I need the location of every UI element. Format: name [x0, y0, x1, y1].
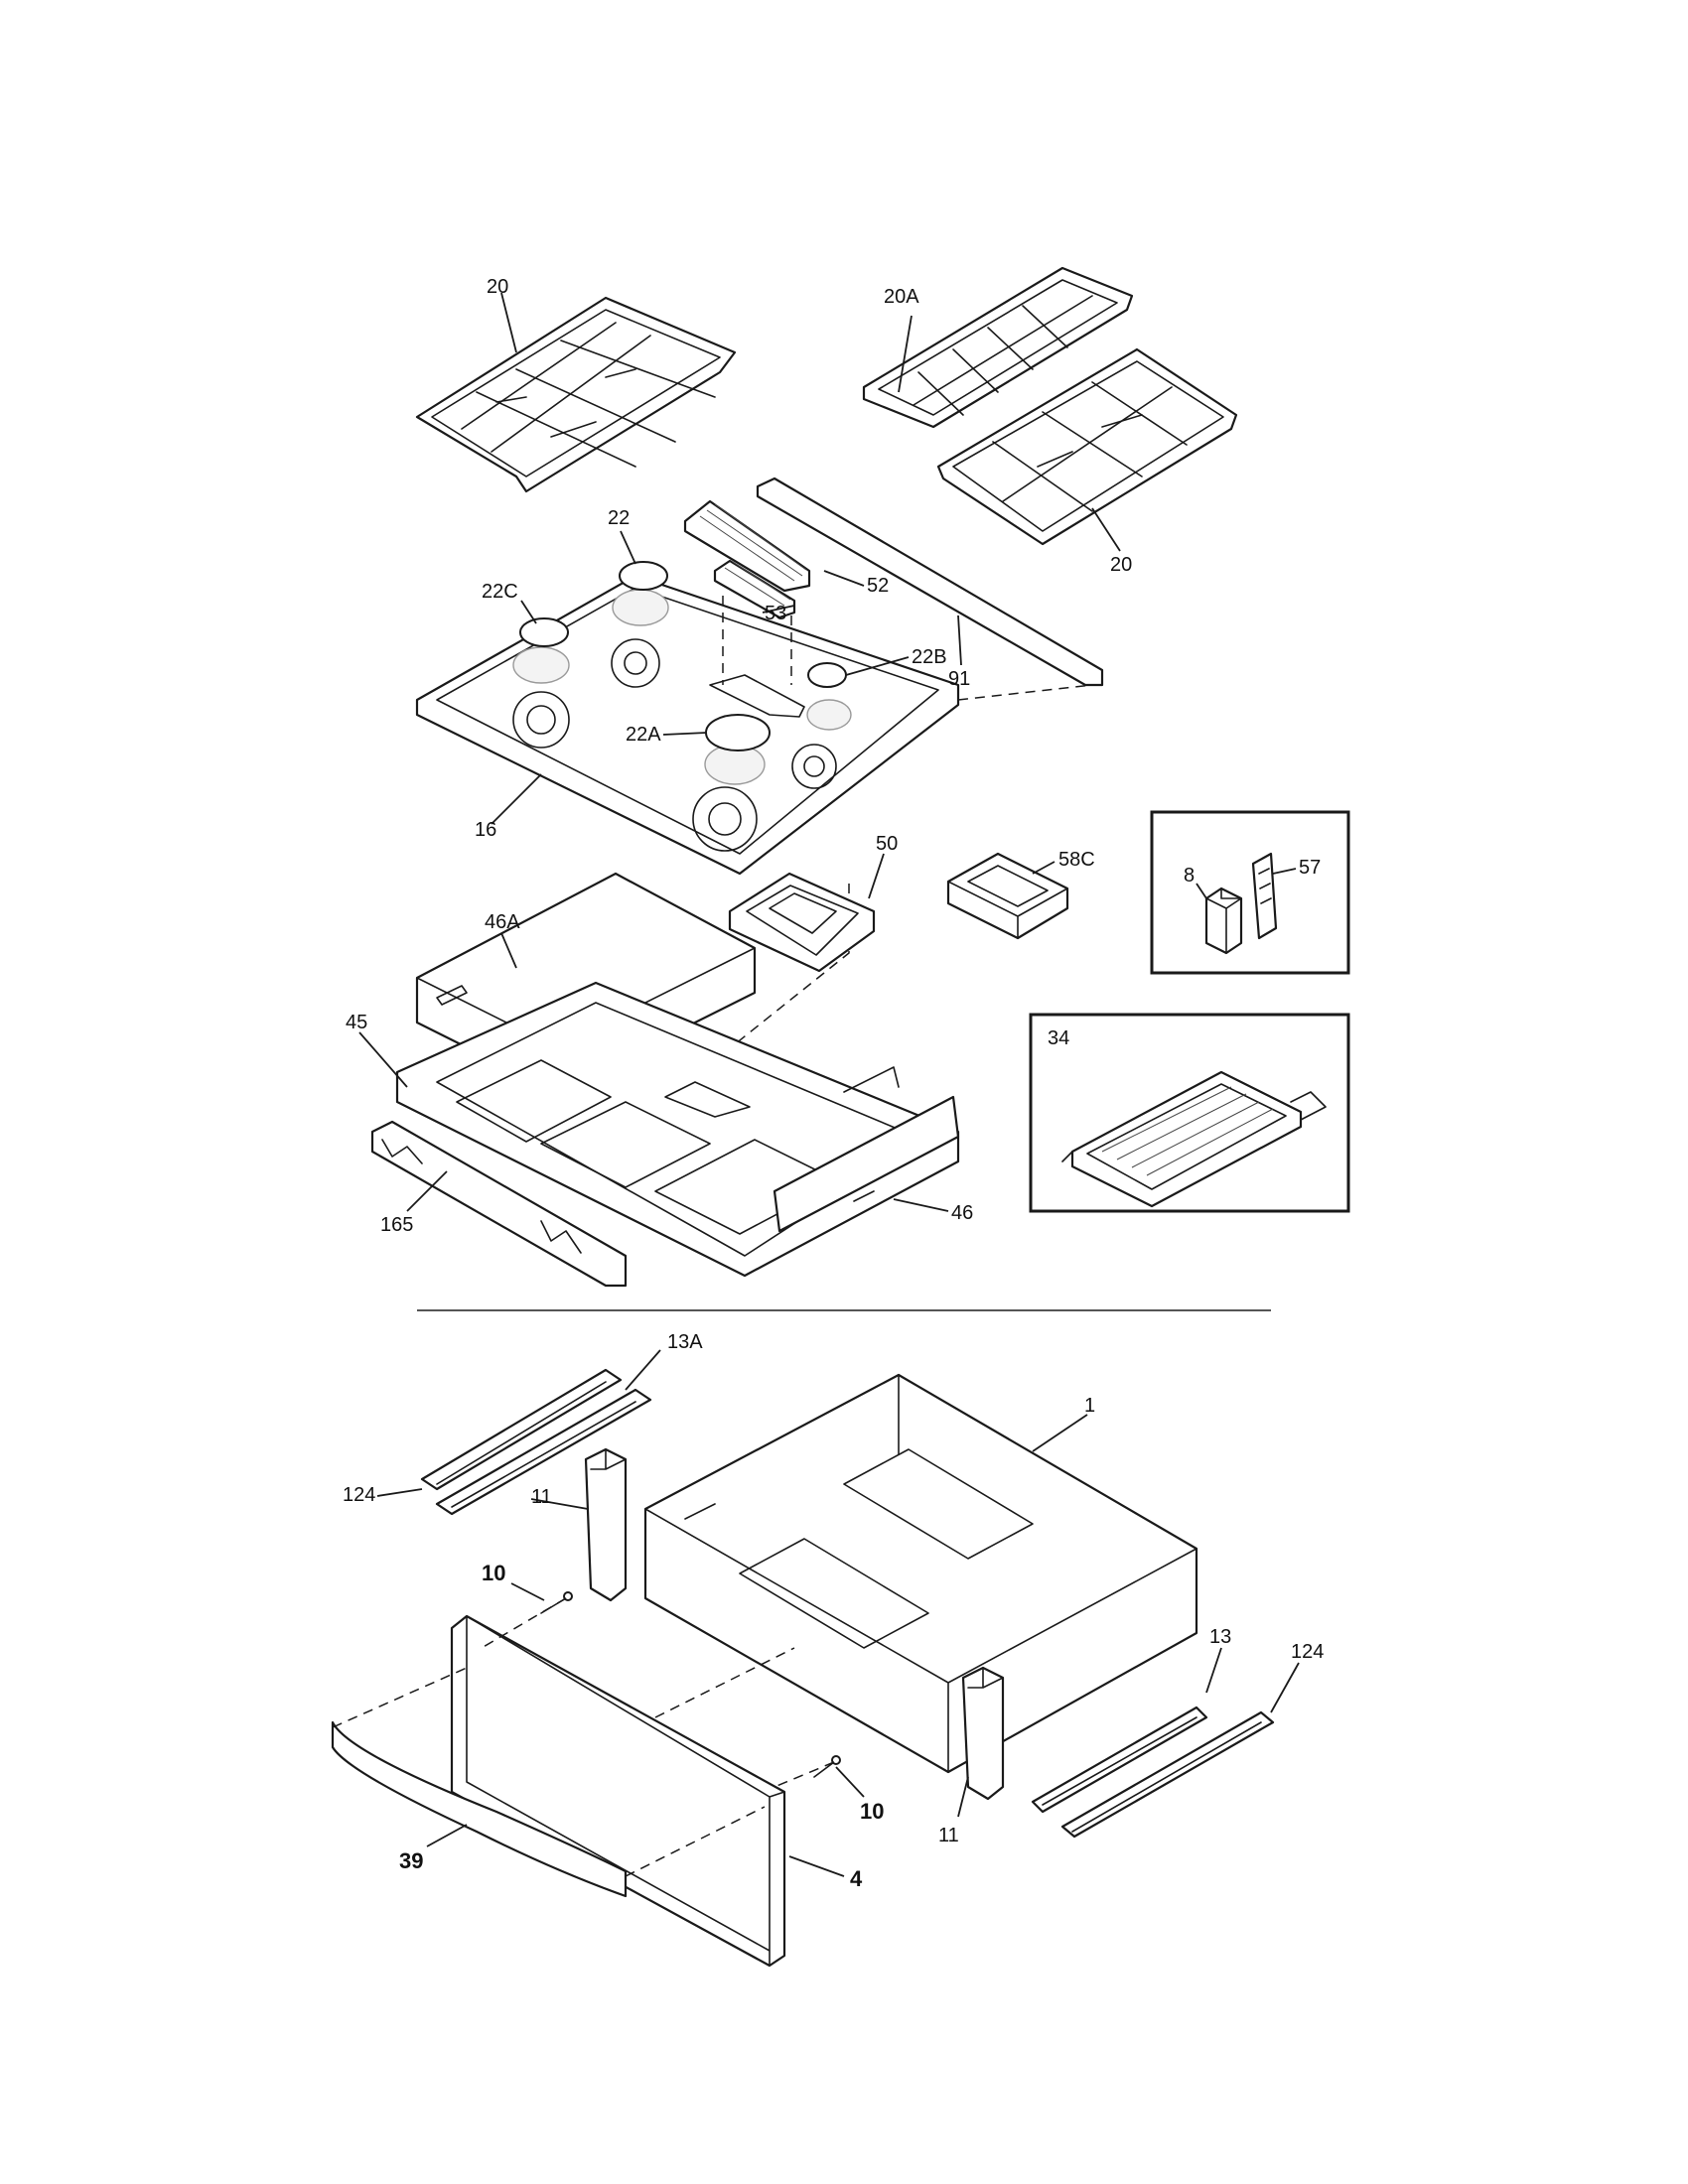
callout-10-top: 10 [482, 1561, 505, 1585]
callout-20-left: 20 [487, 276, 508, 298]
drawer-body-1[interactable] [643, 1373, 1198, 1774]
spark-module-8[interactable] [1204, 887, 1243, 955]
screw-10-bottom[interactable] [813, 1755, 841, 1778]
callout-4: 4 [850, 1866, 863, 1891]
main-top[interactable] [415, 574, 960, 876]
callout-52: 52 [867, 575, 889, 597]
callout-57: 57 [1299, 857, 1321, 879]
vent-trim-52[interactable] [683, 499, 811, 593]
callout-39: 39 [399, 1848, 423, 1873]
rear-trim-91[interactable] [756, 477, 1104, 687]
side-panel-46[interactable] [773, 1066, 960, 1233]
rear-bracket-11-right[interactable] [961, 1666, 1005, 1801]
callout-124-right: 124 [1291, 1641, 1324, 1663]
burner-box-50[interactable] [728, 872, 876, 973]
callout-50: 50 [876, 833, 898, 855]
inset-ignition-parts [1150, 810, 1350, 975]
callout-13: 13 [1209, 1626, 1231, 1648]
callout-124-left: 124 [343, 1484, 375, 1506]
burner-cap-22B[interactable] [807, 662, 847, 688]
callout-1: 1 [1084, 1395, 1095, 1417]
callout-16: 16 [475, 819, 496, 841]
drawer-slide-13[interactable] [1031, 1706, 1275, 1839]
drawer-handle-39[interactable] [331, 1720, 628, 1898]
vent-grille-53[interactable] [713, 559, 796, 619]
callout-45: 45 [346, 1012, 367, 1033]
leader-lines [358, 292, 1300, 1877]
drawer-slide-13A[interactable] [420, 1368, 652, 1516]
drawer-front-4[interactable] [450, 1614, 786, 1968]
callout-53: 53 [765, 603, 786, 624]
callout-58C: 58C [1058, 849, 1095, 871]
callout-91: 91 [948, 668, 970, 690]
label-57[interactable] [1251, 852, 1278, 940]
front-bracket-165[interactable] [370, 1120, 628, 1288]
burner-cap-22C[interactable] [519, 617, 569, 647]
burner-cap-22[interactable] [619, 561, 668, 591]
callout-34: 34 [1048, 1027, 1069, 1049]
center-grate[interactable] [862, 266, 1134, 429]
burner-grate-right[interactable] [936, 347, 1238, 546]
burner-grate-left[interactable] [415, 296, 737, 493]
callout-13A: 13A [667, 1331, 703, 1353]
callout-8: 8 [1184, 865, 1195, 887]
callout-22A: 22A [626, 724, 661, 746]
inset-griddle [1029, 1013, 1350, 1213]
burner-heads [512, 589, 852, 785]
callout-46A: 46A [485, 911, 520, 933]
callout-22B: 22B [912, 646, 947, 668]
rear-bracket-11-left[interactable] [584, 1447, 628, 1602]
callout-46: 46 [951, 1202, 973, 1224]
callout-22C: 22C [482, 581, 518, 603]
callout-165: 165 [380, 1214, 413, 1236]
accessory-box-58C[interactable] [946, 852, 1069, 940]
callout-10-bottom: 10 [860, 1799, 884, 1824]
callout-20A: 20A [884, 286, 919, 308]
callout-11-left: 11 [531, 1486, 552, 1508]
callout-20-right: 20 [1110, 554, 1132, 576]
callout-22: 22 [608, 507, 630, 529]
griddle-34[interactable] [1061, 1070, 1327, 1208]
burner-cap-22A[interactable] [705, 714, 771, 751]
callout-11-right: 11 [938, 1825, 959, 1846]
